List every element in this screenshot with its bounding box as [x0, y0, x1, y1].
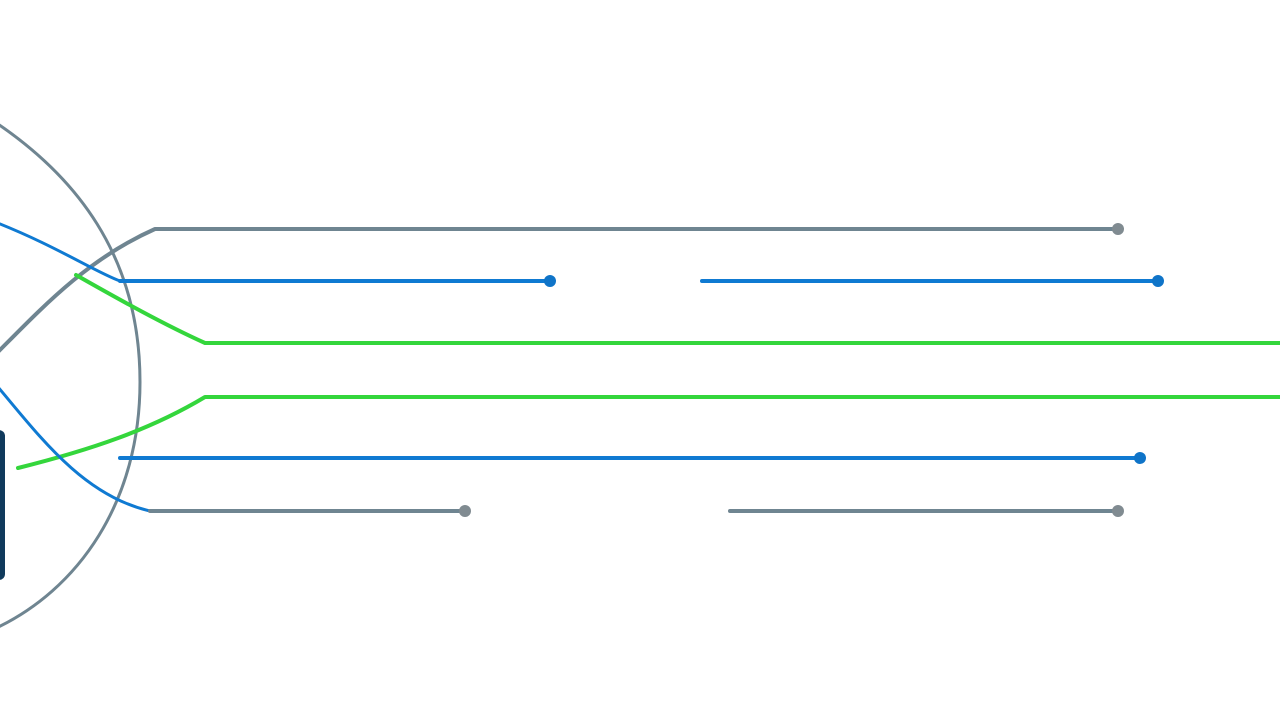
blue-lower-endpoint: [1134, 452, 1146, 464]
hub-circle: [0, 123, 142, 628]
gray-top-endpoint: [1112, 223, 1124, 235]
gray-bottom-curve-line: [0, 387, 152, 513]
blue-curve-line: [0, 222, 122, 283]
gray-bottom-left-endpoint: [459, 505, 471, 517]
gray-bottom-right-endpoint: [1112, 505, 1124, 517]
blue-upper-left-endpoint: [544, 275, 556, 287]
green-lower-line: [16, 395, 1280, 470]
green-upper-line: [74, 273, 1280, 345]
blue-upper-right-endpoint: [1152, 275, 1164, 287]
dark-side-block: [0, 430, 5, 580]
gray-top-line: [0, 227, 1120, 353]
